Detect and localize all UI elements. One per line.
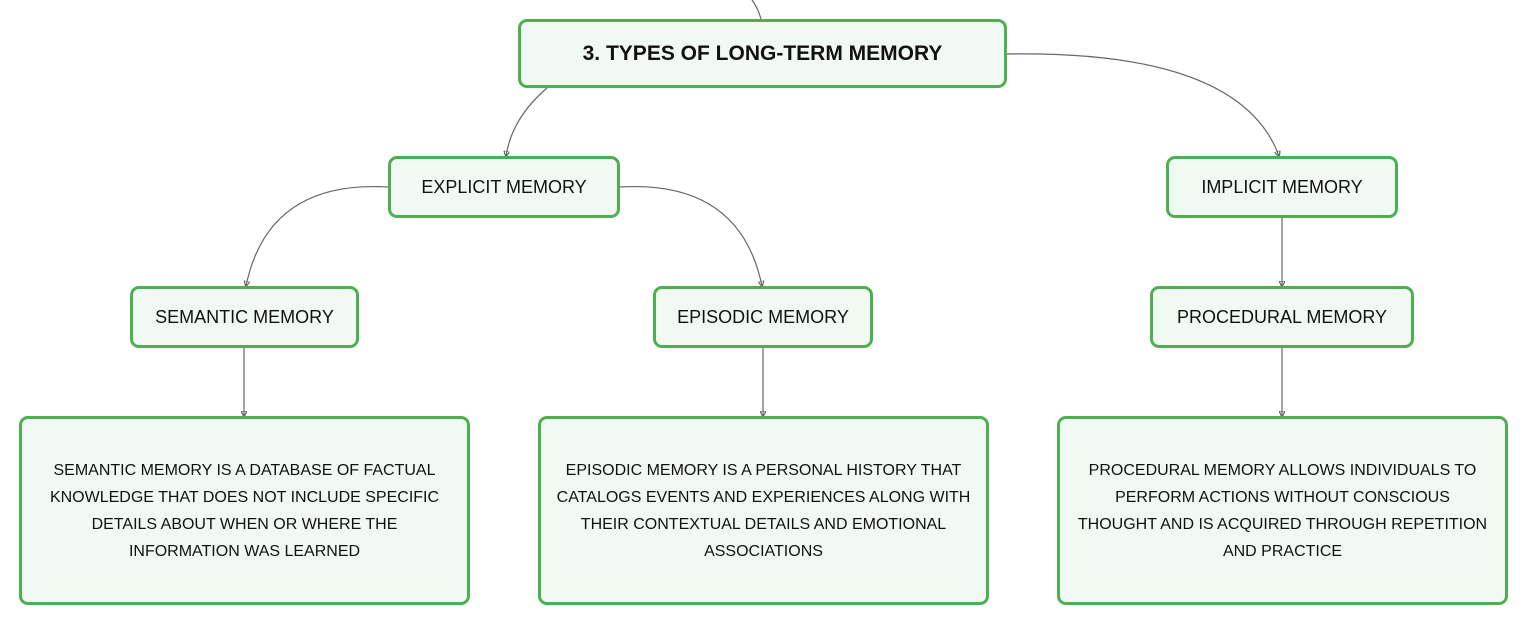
episodic-memory-node[interactable]: EPISODIC MEMORY	[653, 286, 873, 348]
semantic-memory-node[interactable]: SEMANTIC MEMORY	[130, 286, 359, 348]
connector-incoming-root	[751, 0, 762, 20]
semantic-memory-description-node[interactable]: SEMANTIC MEMORY IS A DATABASE OF FACTUAL…	[19, 416, 470, 605]
connector-root-implicit	[1006, 53, 1279, 156]
connector-explicit-semantic	[246, 185, 389, 286]
procedural-memory-description: PROCEDURAL MEMORY ALLOWS INDIVIDUALS TO …	[1077, 461, 1488, 560]
connector-root-explicit	[506, 87, 548, 156]
procedural-memory-label: PROCEDURAL MEMORY	[1176, 306, 1388, 327]
episodic-memory-description-node[interactable]: EPISODIC MEMORY IS A PERSONAL HISTORY TH…	[538, 416, 989, 605]
explicit-memory-label: EXPLICIT MEMORY	[421, 176, 587, 197]
semantic-memory-description: SEMANTIC MEMORY IS A DATABASE OF FACTUAL…	[49, 461, 440, 560]
semantic-memory-label: SEMANTIC MEMORY	[155, 306, 334, 327]
connector-explicit-episodic	[619, 185, 762, 286]
root-node-label: 3. TYPES OF LONG-TERM MEMORY	[582, 41, 943, 65]
episodic-memory-label: EPISODIC MEMORY	[677, 306, 849, 327]
root-node[interactable]: 3. TYPES OF LONG-TERM MEMORY	[518, 19, 1007, 88]
episodic-memory-description: EPISODIC MEMORY IS A PERSONAL HISTORY TH…	[556, 461, 971, 560]
procedural-memory-description-node[interactable]: PROCEDURAL MEMORY ALLOWS INDIVIDUALS TO …	[1057, 416, 1508, 605]
implicit-memory-label: IMPLICIT MEMORY	[1201, 176, 1363, 197]
explicit-memory-node[interactable]: EXPLICIT MEMORY	[388, 156, 620, 218]
procedural-memory-node[interactable]: PROCEDURAL MEMORY	[1150, 286, 1414, 348]
implicit-memory-node[interactable]: IMPLICIT MEMORY	[1166, 156, 1398, 218]
